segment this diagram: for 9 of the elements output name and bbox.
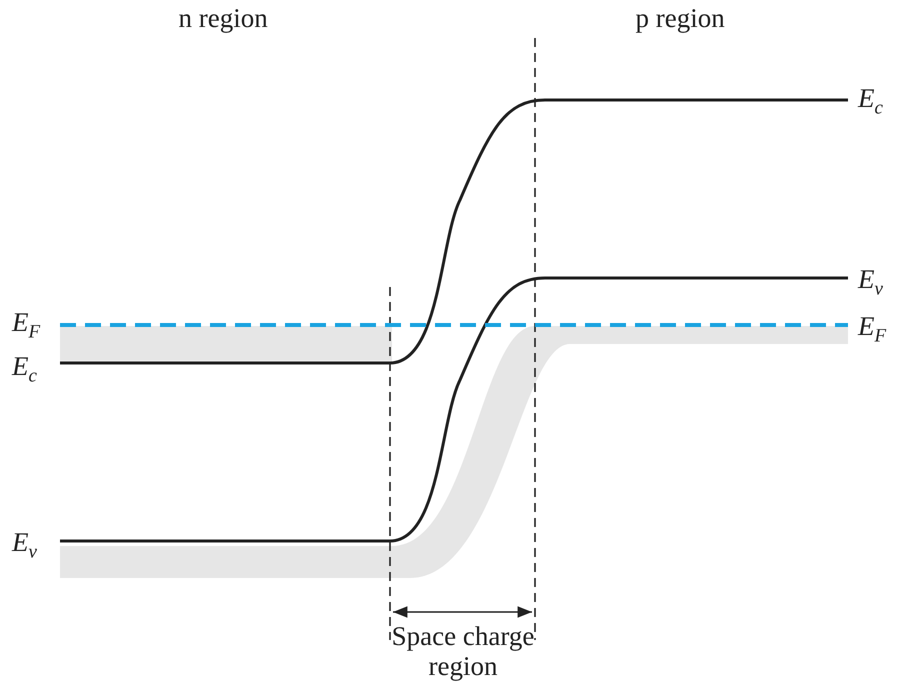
band-label: E$_{v}$	[858, 265, 883, 300]
region-label: p region	[636, 4, 725, 34]
band-label: E$_{v}$	[12, 528, 37, 564]
band-label: E$_{c}$	[858, 84, 883, 120]
region-label: n region	[178, 4, 268, 34]
fermi-level-label: E$_{F}$	[12, 308, 40, 344]
band-label: E$_{c}$	[12, 352, 37, 388]
fermi-level-label: E$_{F}$	[858, 312, 886, 348]
dimension-label: Space charge region	[390, 622, 536, 682]
